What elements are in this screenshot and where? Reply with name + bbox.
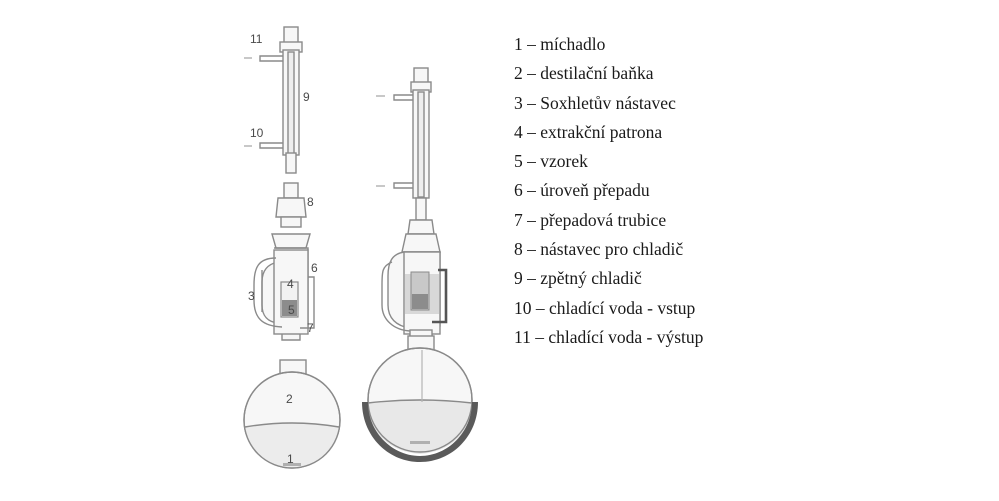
assembled-condenser xyxy=(376,67,435,235)
label-6: 6 xyxy=(311,261,318,275)
legend-item: 7 – přepadová trubice xyxy=(514,209,667,230)
legend-item: 10 – chladící voda - vstup xyxy=(514,297,696,318)
sample xyxy=(282,300,297,316)
legend-item: 4 – extrakční patrona xyxy=(514,121,663,142)
label-10: 10 xyxy=(250,126,264,140)
distillation-flask xyxy=(243,359,341,469)
label-5: 5 xyxy=(288,303,295,317)
legend-item: 8 – nástavec pro chladič xyxy=(514,239,684,260)
label-9: 9 xyxy=(303,90,310,104)
legend-item: 6 – úroveň přepadu xyxy=(514,180,650,201)
soxhlet-extractor xyxy=(253,233,315,341)
label-11: 11 xyxy=(250,32,263,46)
stir-bar xyxy=(283,463,301,466)
label-7: 7 xyxy=(307,321,314,335)
legend-item: 9 – zpětný chladič xyxy=(514,268,642,289)
assembled-extractor xyxy=(381,233,448,343)
legend-item: 3 – Soxhletův nástavec xyxy=(514,92,676,113)
legend-item: 2 – destilační baňka xyxy=(514,63,654,84)
legend-item: 11 – chladící voda - výstup xyxy=(514,326,704,347)
label-2: 2 xyxy=(286,392,293,406)
label-8: 8 xyxy=(307,195,314,209)
label-4: 4 xyxy=(287,277,294,291)
heating-mantle xyxy=(362,402,478,462)
condenser xyxy=(244,26,303,174)
legend-item: 1 – míchadlo xyxy=(514,34,606,54)
label-1: 1 xyxy=(287,452,294,466)
legend: 1 – míchadlo 2 – destilační baňka 3 – So… xyxy=(514,30,703,352)
label-3: 3 xyxy=(248,289,255,303)
legend-item: 5 – vzorek xyxy=(514,151,588,172)
condenser-adapter xyxy=(275,182,307,228)
assembled-flask xyxy=(362,335,478,462)
